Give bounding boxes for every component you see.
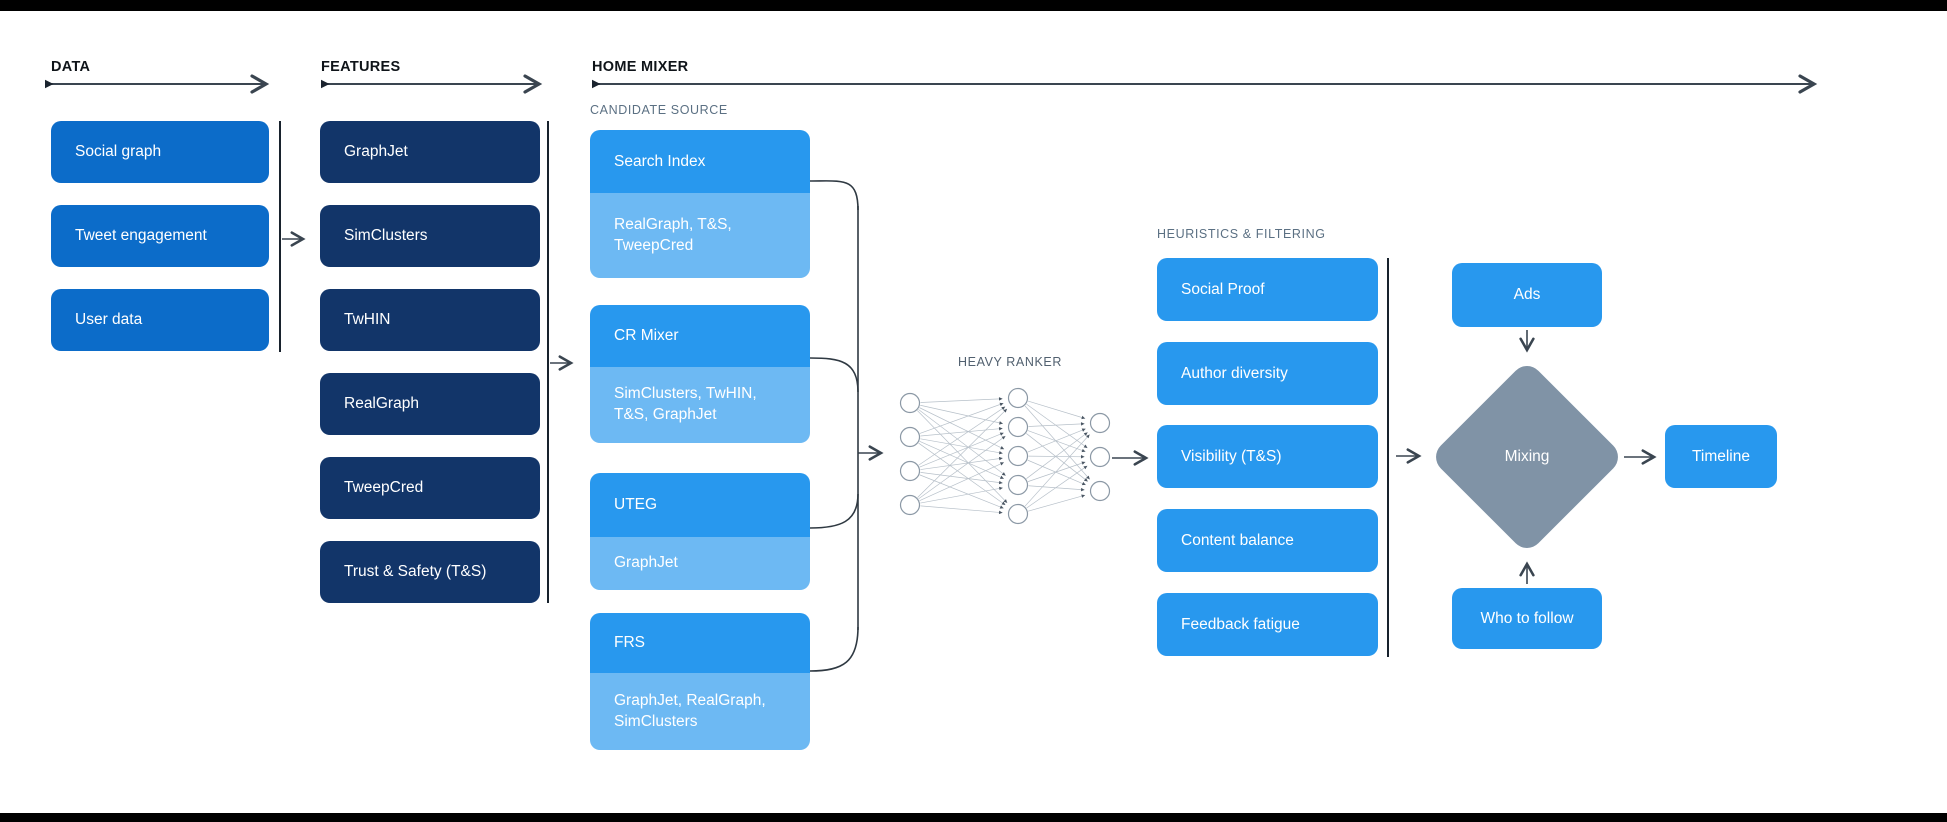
candidate-source-features: SimClusters, TwHIN, T&S, GraphJet	[590, 367, 810, 443]
feature-box-trust-safety: Trust & Safety (T&S)	[320, 541, 540, 603]
heuristic-box-visibility: Visibility (T&S)	[1157, 425, 1378, 488]
candidate-collector-curves	[809, 180, 859, 672]
candidate-source-features: RealGraph, T&S, TweepCred	[590, 193, 810, 278]
data-section-title: DATA	[51, 59, 91, 75]
candidate-source-features: GraphJet, RealGraph, SimClusters	[590, 673, 810, 750]
heuristic-box-social-proof: Social Proof	[1157, 258, 1378, 321]
data-box-social-graph: Social graph	[51, 121, 269, 183]
heuristic-box-feedback-fatigue: Feedback fatigue	[1157, 593, 1378, 656]
features-section-title: FEATURES	[321, 59, 401, 75]
heuristics-filtering-label: HEURISTICS & FILTERING	[1157, 227, 1326, 241]
data-box-user-data: User data	[51, 289, 269, 351]
heuristic-box-content-balance: Content balance	[1157, 509, 1378, 572]
header-arrow-start-markers	[45, 79, 601, 89]
heavy-ranker-label: HEAVY RANKER	[958, 355, 1062, 369]
heavy-ranker-network	[899, 387, 1111, 525]
candidate-source-name: CR Mixer	[590, 305, 810, 367]
candidate-source-label: CANDIDATE SOURCE	[590, 103, 728, 117]
heuristic-box-author-diversity: Author diversity	[1157, 342, 1378, 405]
candidate-source-frs: FRS GraphJet, RealGraph, SimClusters	[590, 613, 810, 750]
data-box-tweet-engagement: Tweet engagement	[51, 205, 269, 267]
top-black-bar	[0, 0, 1947, 11]
feature-box-simclusters: SimClusters	[320, 205, 540, 267]
bottom-black-bar	[0, 813, 1947, 822]
feature-box-graphjet: GraphJet	[320, 121, 540, 183]
candidate-source-name: FRS	[590, 613, 810, 673]
candidate-source-search-index: Search Index RealGraph, T&S, TweepCred	[590, 130, 810, 278]
who-to-follow-box: Who to follow	[1452, 588, 1602, 649]
feature-box-twhin: TwHIN	[320, 289, 540, 351]
candidate-source-uteg: UTEG GraphJet	[590, 473, 810, 590]
feature-box-realgraph: RealGraph	[320, 373, 540, 435]
timeline-box: Timeline	[1665, 425, 1777, 488]
candidate-source-name: UTEG	[590, 473, 810, 537]
candidate-source-name: Search Index	[590, 130, 810, 193]
candidate-source-cr-mixer: CR Mixer SimClusters, TwHIN, T&S, GraphJ…	[590, 305, 810, 443]
home-mixer-section-title: HOME MIXER	[592, 59, 689, 75]
feature-box-tweepcred: TweepCred	[320, 457, 540, 519]
ads-box: Ads	[1452, 263, 1602, 327]
mixing-label: Mixing	[1504, 448, 1550, 465]
candidate-source-features: GraphJet	[590, 537, 810, 590]
